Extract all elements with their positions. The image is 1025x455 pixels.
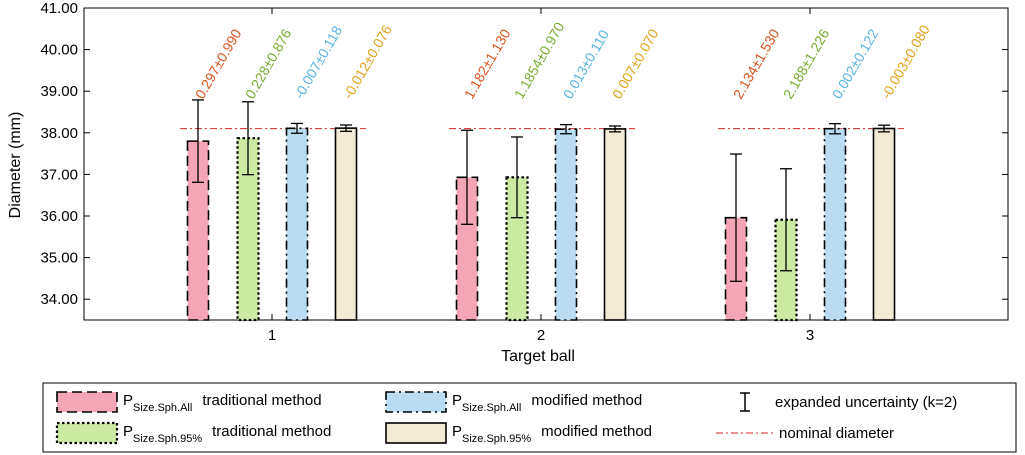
y-axis-label: Diameter (mm) bbox=[7, 112, 24, 219]
legend-subscript: Size.Sph.95% bbox=[133, 433, 202, 445]
data-label: 0.013±0.110 bbox=[560, 27, 612, 102]
legend-swatch bbox=[56, 391, 118, 413]
bar bbox=[872, 127, 896, 321]
data-label: -0.003±0.080 bbox=[878, 22, 933, 102]
y-tick-label: 39.00 bbox=[40, 83, 78, 100]
x-axis-label: Target ball bbox=[501, 348, 575, 365]
bar bbox=[603, 128, 627, 321]
y-tick-label: 37.00 bbox=[40, 166, 78, 183]
legend-p: P bbox=[123, 392, 133, 409]
legend-swatch bbox=[385, 422, 447, 444]
data-label: 1.1854±0.970 bbox=[511, 19, 568, 101]
legend-swatch bbox=[385, 391, 447, 413]
legend-series-name: modified method bbox=[531, 392, 642, 409]
x-tick-label: 3 bbox=[806, 327, 814, 344]
legend-entry: PSize.Sph.95% traditional method bbox=[123, 423, 331, 445]
data-label: 2.134±1.530 bbox=[730, 26, 783, 102]
legend-p: P bbox=[452, 423, 462, 440]
bar bbox=[285, 127, 309, 321]
data-label: -0.007±0.118 bbox=[291, 23, 346, 102]
plot-area: 34.00 35.00 36.00 37.00 38.00 39.00 40.00 41.00… bbox=[40, 0, 1009, 344]
legend-uncertainty-label: expanded uncertainty (k=2) bbox=[775, 394, 957, 411]
legend-entry: PSize.Sph.95% modified method bbox=[452, 423, 652, 445]
y-tick-label: 34.00 bbox=[40, 291, 78, 308]
data-label: 0.007±0.070 bbox=[609, 26, 662, 102]
bar bbox=[554, 128, 578, 321]
legend-nominal-label: nominal diameter bbox=[779, 425, 894, 442]
plot-frame bbox=[83, 7, 1009, 321]
bar bbox=[823, 127, 847, 321]
data-label: 0.002±0.122 bbox=[829, 26, 882, 102]
data-label: 0.228±0.876 bbox=[242, 26, 295, 102]
legend-subscript: Size.Sph.All bbox=[462, 402, 521, 414]
legend-subscript: Size.Sph.All bbox=[133, 402, 192, 414]
y-tick-label: 40.00 bbox=[40, 42, 78, 59]
legend-box bbox=[42, 382, 1017, 453]
y-tick-label: 35.00 bbox=[40, 250, 78, 267]
legend-swatch bbox=[55, 421, 119, 445]
data-label: 1.182±1.130 bbox=[461, 26, 514, 102]
x-tick-label: 2 bbox=[537, 327, 545, 344]
bar bbox=[334, 127, 358, 321]
legend-entry: PSize.Sph.All traditional method bbox=[123, 392, 322, 414]
y-tick-label: 36.00 bbox=[40, 208, 78, 225]
legend-p: P bbox=[452, 392, 462, 409]
legend-series-name: traditional method bbox=[202, 392, 321, 409]
data-label: 2.188±1.226 bbox=[780, 26, 833, 102]
legend-series-name: modified method bbox=[541, 423, 652, 440]
bar bbox=[186, 140, 210, 321]
data-label: 0.297±0.990 bbox=[192, 26, 245, 102]
legend-subscript: Size.Sph.95% bbox=[462, 433, 531, 445]
x-tick-label: 1 bbox=[268, 327, 276, 344]
legend-series-name: traditional method bbox=[212, 423, 331, 440]
bar bbox=[455, 176, 479, 321]
y-tick-label: 38.00 bbox=[40, 125, 78, 142]
legend-entry: PSize.Sph.All modified method bbox=[452, 392, 642, 414]
data-label: -0.012±0.076 bbox=[340, 22, 395, 102]
y-tick-label: 41.00 bbox=[40, 0, 78, 17]
legend-p: P bbox=[123, 423, 133, 440]
